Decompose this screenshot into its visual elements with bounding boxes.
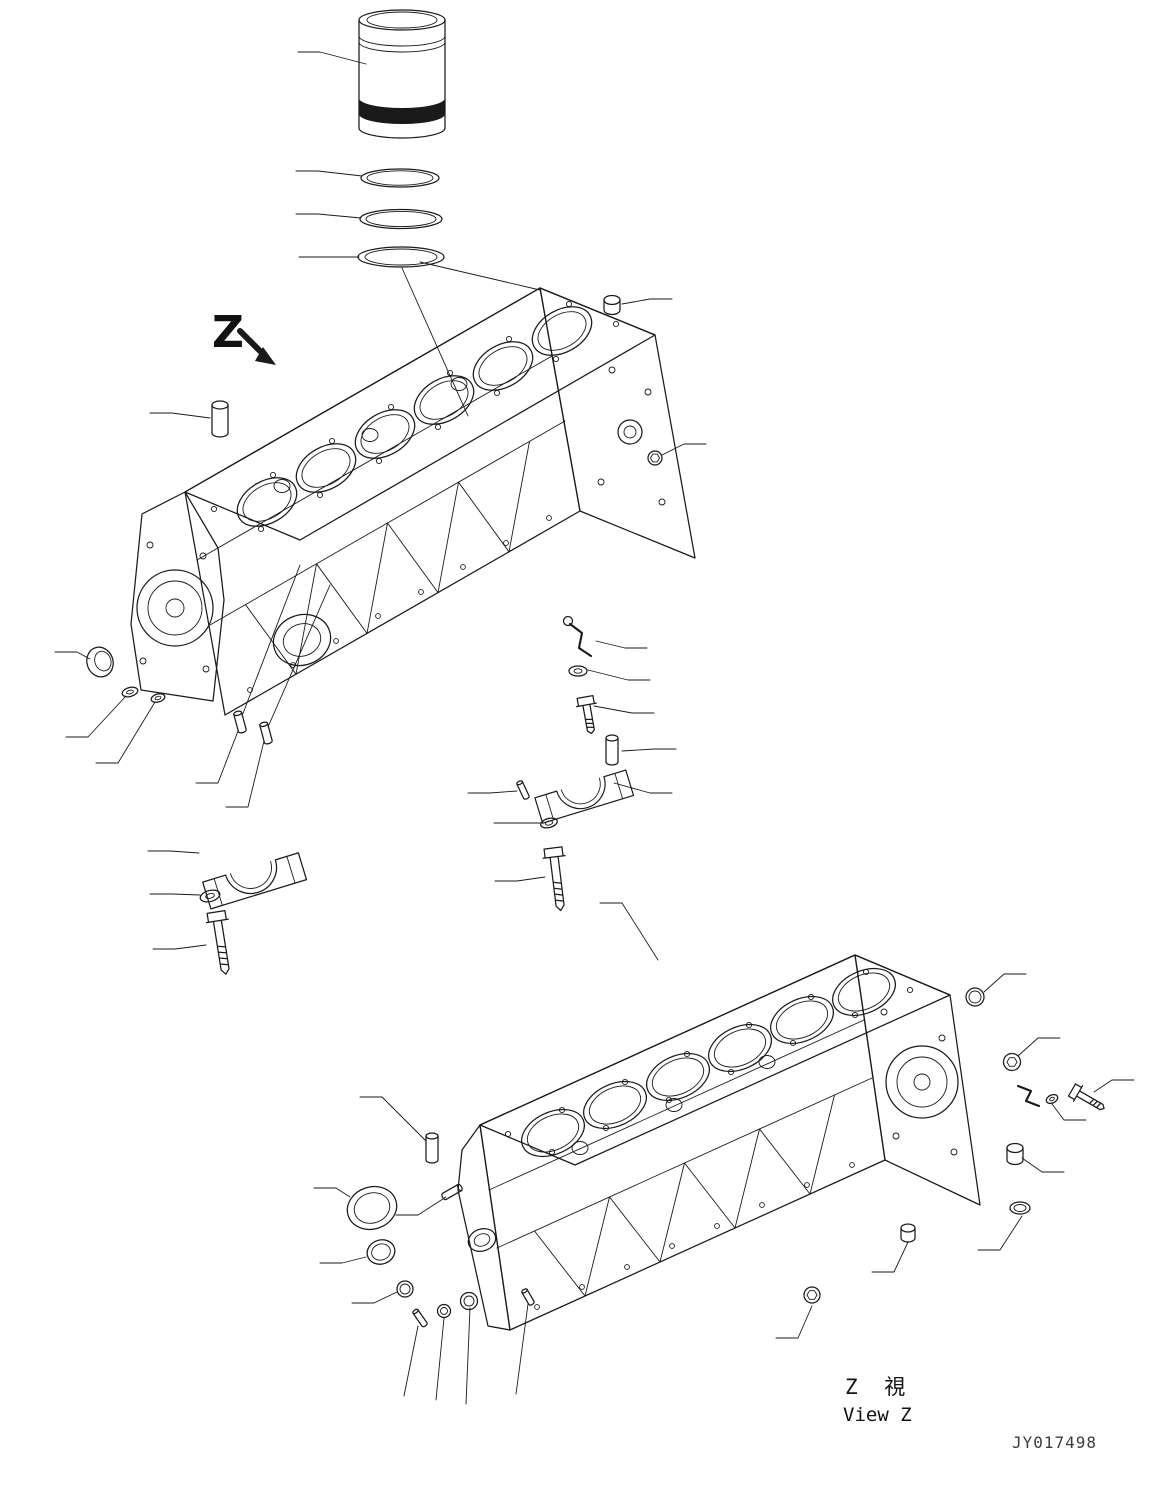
drawing-number: JY017498: [1012, 1433, 1097, 1452]
deck-bolt-holes: [210, 300, 620, 533]
hex-plug-right-upper: [1002, 1052, 1022, 1072]
plug-bottom-right: [900, 1223, 916, 1243]
washer-right: [568, 665, 588, 677]
washer-cap-left: [199, 889, 221, 903]
o-ring-small-left: [396, 1280, 414, 1298]
ring-bottom-left-1: [436, 1303, 452, 1319]
pan-rail-bolt-holes-lower: [534, 1162, 855, 1310]
pin-bottom-center: [521, 1288, 535, 1306]
view-caption-cjk: Z 視: [845, 1375, 912, 1399]
bearing-cap-bolt-center: [542, 846, 566, 912]
engine-block-upper: [130, 287, 696, 716]
main-bearing-cap-center: [534, 769, 635, 824]
cup-plug-deck: [603, 294, 621, 316]
o-ring-right: [965, 987, 985, 1007]
piston-ring-bottom: [357, 246, 445, 268]
hex-plug-bottom: [803, 1286, 821, 1304]
oil-fitting: [562, 615, 593, 658]
seal-ring-2: [366, 1239, 396, 1265]
flange-bolt-right-lower: [1067, 1083, 1105, 1111]
leader-lines-upper: [54, 51, 707, 950]
washer-left-2: [150, 693, 166, 703]
flywheel-housing-face: [130, 491, 225, 702]
washer-left-1: [121, 686, 139, 698]
cover-cup-left: [86, 646, 114, 678]
deck-bolt-holes-lower: [504, 968, 914, 1156]
crank-bore-opening: [272, 613, 332, 667]
bearing-cap-bolt-left: [205, 909, 230, 975]
piston-ring-top: [360, 168, 440, 188]
cylinder-liner: [358, 9, 446, 139]
washer-right-lower: [1045, 1093, 1059, 1105]
locating-pin-center: [516, 780, 530, 800]
locating-pin-1: [233, 710, 247, 734]
dowel-pin-upper: [211, 400, 229, 438]
dowel-pin-center: [605, 734, 619, 766]
plug-right-mid: [1006, 1142, 1024, 1166]
clip-right: [1016, 1084, 1041, 1108]
main-bearing-cap-left: [202, 852, 308, 910]
view-z-arrow-icon: [237, 328, 276, 365]
washer-cap-center: [540, 817, 558, 829]
piston-ring-middle: [359, 208, 443, 230]
front-seal-ring: [346, 1185, 398, 1231]
cup-plug-right-lower: [1009, 1201, 1031, 1215]
locating-pin-lower: [441, 1183, 463, 1201]
leader-lines-lower: [313, 902, 1135, 1405]
pin-bottom-left: [412, 1308, 428, 1328]
engine-block-lower: [457, 954, 981, 1331]
dowel-pin-lower: [425, 1132, 439, 1164]
ring-bottom-left-2: [459, 1291, 479, 1311]
pan-rail-bolt-holes: [247, 515, 552, 693]
flange-bolt-right: [575, 694, 597, 735]
hex-plug-right: [647, 450, 663, 466]
view-caption-en: View Z: [843, 1404, 912, 1426]
locating-pin-2: [259, 721, 273, 745]
